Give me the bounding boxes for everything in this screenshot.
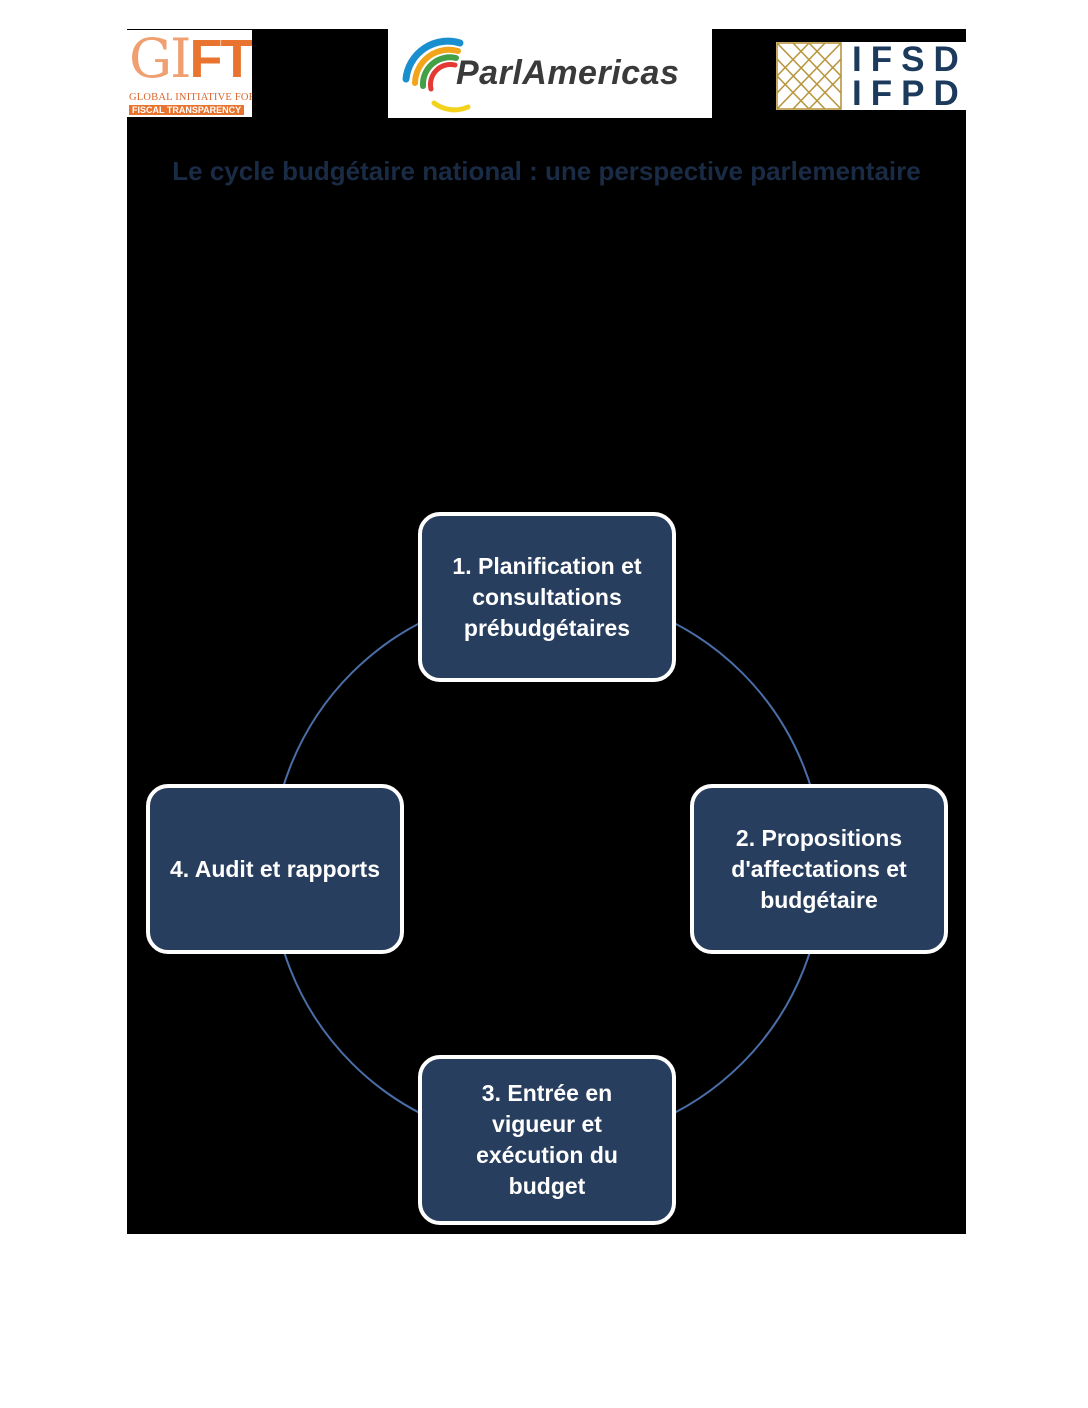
stage-execution: 3. Entrée en vigueur et exécution du bud… bbox=[418, 1055, 676, 1225]
parlamericas-logo: ParlAmericas bbox=[388, 29, 712, 118]
parlamericas-wordmark: ParlAmericas bbox=[456, 54, 680, 92]
gift-logo-line1: GLOBAL INITIATIVE FOR bbox=[129, 92, 252, 103]
stage-planning-label: 1. Planification et consultations prébud… bbox=[452, 552, 642, 641]
stage-audit-label: 4. Audit et rapports bbox=[170, 855, 380, 882]
stage-proposals-label: 2. Propositions d'affectations et budgét… bbox=[731, 824, 907, 913]
gift-logo-line2: FISCAL TRANSPARENCY bbox=[129, 105, 245, 115]
stage-planning: 1. Planification et consultations prébud… bbox=[418, 512, 676, 682]
stage-execution-label: 3. Entrée en vigueur et exécution du bud… bbox=[476, 1080, 618, 1199]
page-title: Le cycle budgétaire national : une persp… bbox=[172, 156, 921, 186]
gift-logo-wordmark: GIFT bbox=[129, 30, 252, 90]
ifsd-logo: IFSD IFPD bbox=[776, 42, 966, 110]
ifsd-lattice-icon bbox=[776, 42, 842, 110]
parlamericas-swirl-icon bbox=[402, 37, 471, 113]
stage-audit: 4. Audit et rapports bbox=[146, 784, 404, 954]
gift-letters-bold: FT bbox=[189, 30, 252, 89]
ifsd-wordmark-line2: IFPD bbox=[852, 74, 966, 110]
stage-proposals: 2. Propositions d'affectations et budgét… bbox=[690, 784, 948, 954]
gift-logo: GIFT GLOBAL INITIATIVE FOR FISCAL TRANSP… bbox=[127, 30, 252, 117]
ifsd-wordmark-line1: IFSD bbox=[852, 42, 966, 79]
gift-letters-light: GI bbox=[129, 30, 191, 90]
